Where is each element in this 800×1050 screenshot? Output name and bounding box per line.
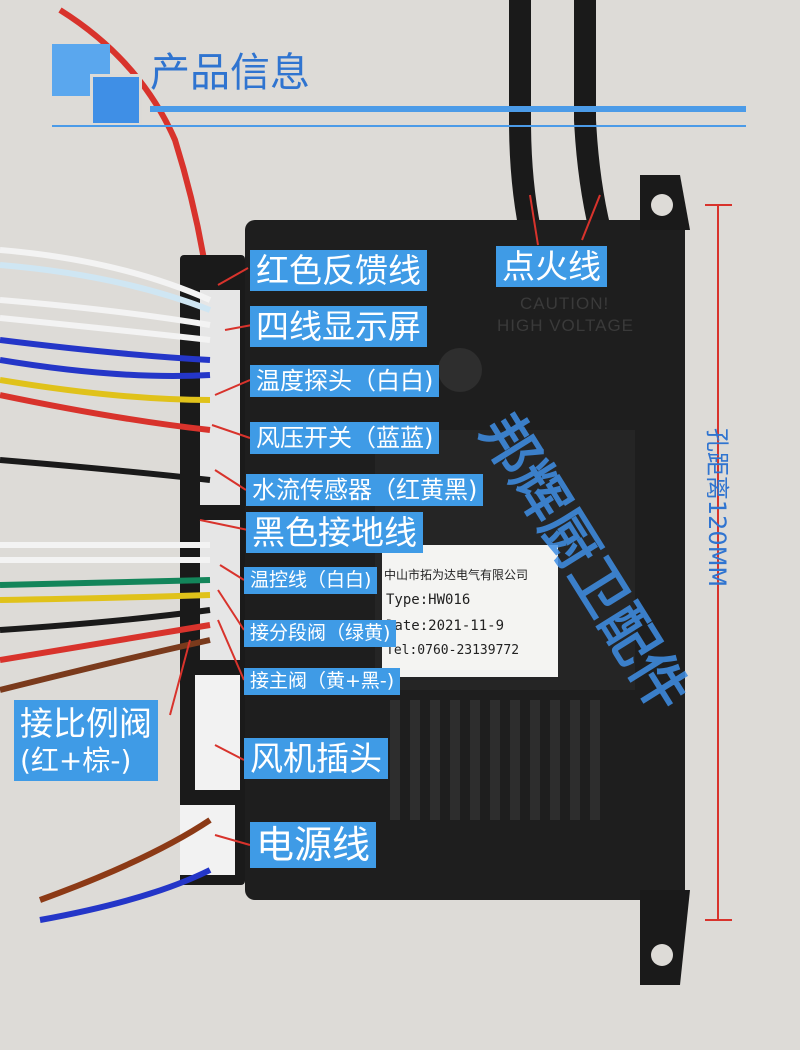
caution-text: CAUTION! [520,294,610,313]
header-divider-1 [150,106,746,112]
label-main-valve: 接主阀（黄+黑-) [244,668,401,695]
page-title: 产品信息 [150,50,310,96]
label-thermostat: 温控线（白白) [244,567,378,594]
label-segment-valve: 接分段阀（绿黄) [244,620,397,647]
label-water-sensor: 水流传感器（红黄黑) [246,474,484,506]
label-red-feedback: 红色反馈线 [250,250,427,291]
label-proportional-valve-line2: (红+棕-) [20,743,132,777]
label-temp-probe: 温度探头（白白) [250,365,440,397]
label-power-line: 电源线 [250,822,377,868]
sticker-tel: Tel:0760-23139772 [386,643,520,658]
hole-distance-label: 孔距离120MM [703,427,732,588]
header-square-2 [90,74,142,126]
label-black-ground: 黑色接地线 [246,512,423,553]
sticker-date: Date:2021-11-9 [386,618,505,634]
label-wind-switch: 风压开关（蓝蓝) [250,422,440,454]
label-proportional-valve-line1: 接比例阀 [20,704,152,743]
label-ignition-wire: 点火线 [496,246,607,287]
high-voltage-text: HIGH VOLTAGE [497,316,635,335]
sticker-type: Type:HW016 [386,592,471,608]
header-divider-2 [52,125,746,127]
sticker-company: 中山市拓为达电气有限公司 [384,568,529,582]
label-proportional-valve: 接比例阀 (红+棕-) [14,700,158,782]
label-four-wire-display: 四线显示屏 [250,306,427,347]
label-fan-plug: 风机插头 [244,738,388,779]
